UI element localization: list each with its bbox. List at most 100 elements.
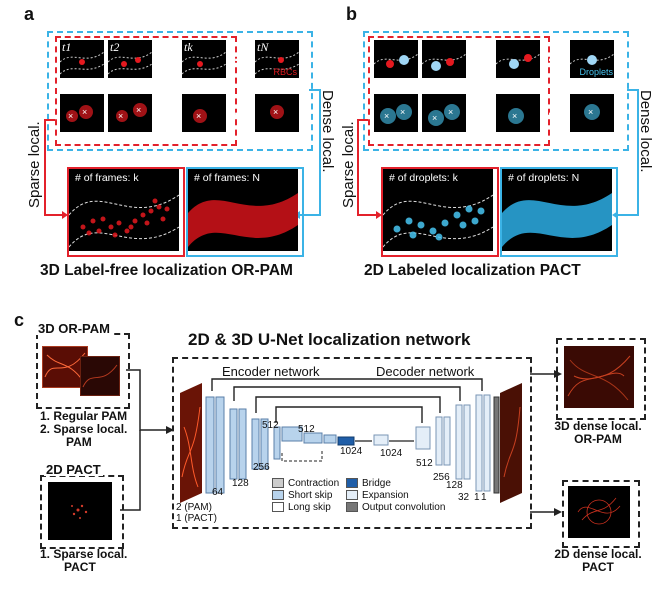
svg-text:×: × bbox=[512, 111, 517, 121]
frame-t2: t2 bbox=[108, 40, 152, 78]
dense-droplet-image: # of droplets: N bbox=[502, 169, 612, 251]
output-conv-swatch bbox=[346, 502, 358, 513]
panel-b-subset-box bbox=[368, 36, 550, 146]
droplets-label: Droplets bbox=[579, 67, 613, 77]
pact-input-box bbox=[40, 475, 124, 549]
out-3d-box bbox=[556, 338, 646, 420]
legend-right: Bridge Expansion Output convolution bbox=[346, 478, 445, 514]
legend-long-skip: Long skip bbox=[288, 502, 331, 513]
contraction-swatch bbox=[272, 478, 284, 489]
network-title: 2D & 3D U-Net localization network bbox=[188, 330, 471, 349]
legend-short-skip: Short skip bbox=[288, 490, 333, 501]
ch-128: 128 bbox=[232, 478, 249, 489]
ch-1024a: 1024 bbox=[340, 446, 363, 457]
legend-contraction: Contraction bbox=[288, 478, 340, 489]
svg-text:×: × bbox=[432, 113, 437, 123]
svg-text:×: × bbox=[68, 111, 73, 121]
expansion-swatch bbox=[346, 490, 358, 501]
svg-text:×: × bbox=[384, 111, 389, 121]
ellipsis: ··· bbox=[158, 52, 177, 69]
ch-1a: 1 bbox=[474, 492, 480, 503]
out-3d-label: 3D dense local. OR-PAM bbox=[548, 420, 648, 446]
localized-droplet-frame: × bbox=[570, 94, 614, 132]
long-skip-swatch bbox=[272, 502, 284, 513]
out-2d-image bbox=[568, 486, 630, 538]
orpam-item-1: 1. Regular PAM bbox=[40, 409, 128, 423]
svg-text:×: × bbox=[588, 107, 593, 117]
out-3d-line-1: 3D dense local. bbox=[554, 419, 642, 433]
input-channels: 2 (PAM) 1 (PACT) bbox=[176, 502, 217, 524]
localized-droplet-frame: × bbox=[496, 94, 540, 132]
pact-list: 1. Sparse local. PACT bbox=[40, 548, 127, 574]
svg-text:×: × bbox=[196, 111, 201, 121]
sparse-droplet-frame bbox=[381, 167, 499, 257]
out-2d-line-2: PACT bbox=[582, 560, 614, 574]
droplet-frame bbox=[374, 40, 418, 78]
dense-result-frame bbox=[186, 167, 304, 257]
ellipsis: ··· bbox=[548, 106, 567, 123]
droplet-frame bbox=[496, 40, 540, 78]
ch-256b: 256 bbox=[433, 472, 450, 483]
ellipsis: ··· bbox=[234, 52, 253, 69]
sparse-result-caption: # of frames: k bbox=[73, 172, 141, 184]
network-box bbox=[172, 357, 532, 529]
encoder-label: Encoder network bbox=[222, 364, 320, 379]
localized-droplet-frame: ×× bbox=[422, 94, 466, 132]
sparse-result-frame bbox=[67, 167, 185, 257]
decoder-label: Decoder network bbox=[376, 364, 475, 379]
pact-title: 2D PACT bbox=[44, 462, 103, 477]
svg-text:×: × bbox=[400, 107, 405, 117]
panel-a-letter: a bbox=[24, 4, 35, 24]
out-3d-image bbox=[564, 346, 634, 408]
legend: Contraction Short skip Long skip bbox=[272, 478, 339, 514]
frame-label: t1 bbox=[62, 40, 72, 54]
orpam-list: 1. Regular PAM 2. Sparse local. PAM bbox=[40, 410, 127, 449]
ch-128b: 128 bbox=[446, 480, 463, 491]
pact-item-2: PACT bbox=[64, 560, 96, 574]
ellipsis: ··· bbox=[472, 106, 491, 123]
sparse-local-label: Sparse local. bbox=[26, 121, 43, 208]
dense-result-image: # of frames: N bbox=[188, 169, 298, 251]
legend-output-conv: Output convolution bbox=[362, 502, 446, 513]
svg-text:×: × bbox=[82, 107, 87, 117]
ch-512b: 512 bbox=[298, 424, 315, 435]
sparse-result-image: # of frames: k bbox=[69, 169, 179, 251]
frame-t1: t1 bbox=[60, 40, 104, 78]
ellipsis: ··· bbox=[472, 52, 491, 69]
panel-a-subset-box bbox=[55, 36, 237, 146]
legend-bridge: Bridge bbox=[362, 478, 391, 489]
input-ch-pact: 1 (PACT) bbox=[176, 513, 217, 524]
ch-512c: 512 bbox=[416, 458, 433, 469]
rbcs-label: RBCs bbox=[273, 67, 297, 77]
ch-1b: 1 bbox=[481, 492, 487, 503]
dense-result-caption: # of frames: N bbox=[192, 172, 262, 184]
frame-tk: tk bbox=[182, 40, 226, 78]
orpam-volume-2 bbox=[80, 356, 120, 396]
localized-frame: ×× bbox=[108, 94, 152, 132]
orpam-item-2: 2. Sparse local. bbox=[40, 422, 128, 436]
orpam-title: 3D OR-PAM bbox=[36, 321, 112, 336]
pact-input-image bbox=[48, 482, 112, 540]
droplet-frame: Droplets bbox=[570, 40, 614, 78]
panel-b-letter: b bbox=[346, 4, 357, 24]
pact-item-1: 1. Sparse local. bbox=[40, 547, 128, 561]
ch-256: 256 bbox=[253, 462, 270, 473]
short-skip-swatch bbox=[272, 490, 284, 501]
dense-local-label: Dense local. bbox=[637, 90, 654, 173]
localized-frame: × bbox=[255, 94, 299, 132]
bridge-swatch bbox=[346, 478, 358, 489]
sparse-droplet-image: # of droplets: k bbox=[383, 169, 493, 251]
localized-frame: × bbox=[182, 94, 226, 132]
ellipsis: ··· bbox=[234, 106, 253, 123]
ch-64: 64 bbox=[212, 487, 224, 498]
svg-text:×: × bbox=[136, 105, 141, 115]
sparse-droplet-caption: # of droplets: k bbox=[387, 172, 460, 184]
orpam-item-3: PAM bbox=[66, 435, 92, 449]
legend-expansion: Expansion bbox=[362, 490, 409, 501]
sparse-local-label: Sparse local. bbox=[340, 121, 357, 208]
dense-droplet-frame bbox=[500, 167, 618, 257]
frame-label: tk bbox=[184, 40, 193, 54]
ch-512a: 512 bbox=[262, 420, 279, 431]
panel-b-title: 2D Labeled localization PACT bbox=[364, 262, 581, 279]
